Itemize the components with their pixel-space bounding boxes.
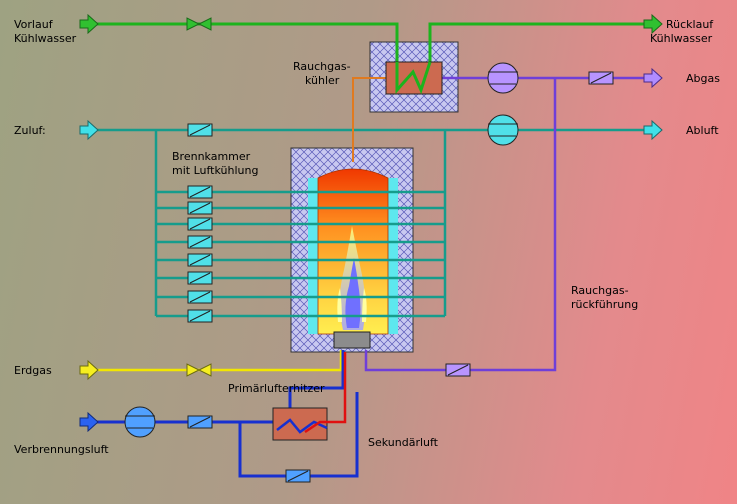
- cooling-air-channel: [156, 235, 445, 249]
- hot-air-line: [304, 352, 347, 434]
- label-kuehlwasser-in: Kühlwasser: [14, 32, 77, 45]
- cooling-air-channel: [156, 309, 445, 323]
- flue-gas-cooler-coil: [395, 61, 432, 95]
- label-kuehlwasser-out: Kühlwasser: [650, 32, 713, 45]
- natural-gas-line: [92, 350, 343, 372]
- label-primaerlufterhitzer: Primärlufterhitzer: [228, 382, 325, 395]
- label-vorlauf: Vorlauf: [14, 18, 53, 31]
- cooling-air-channel: [156, 253, 445, 267]
- cooling-air-channel: [156, 290, 445, 304]
- label-brennkammer-1: Brennkammer: [172, 150, 251, 163]
- flue-gas-cooler-exchanger: [385, 61, 443, 95]
- arrow-vorlauf: [79, 13, 99, 35]
- burner: [333, 331, 371, 349]
- cooling-air-channel: [156, 217, 445, 231]
- cooling-air-damper: [187, 290, 213, 304]
- cooling-air-channel: [156, 271, 445, 285]
- cooling-air-damper: [187, 271, 213, 285]
- cooling-jacket-left: [308, 178, 318, 334]
- cooling-water-valve: [186, 17, 212, 31]
- arrow-abgas: [643, 67, 663, 89]
- combustion-air-damper: [187, 415, 213, 429]
- arrow-erdgas: [79, 359, 99, 381]
- cooling-air-channel: [156, 185, 445, 199]
- label-abluft: Abluft: [686, 124, 719, 137]
- label-erdgas: Erdgas: [14, 364, 52, 377]
- label-rauchgasrueckfuehrung-2: rückführung: [571, 298, 639, 311]
- cooling-air-damper: [187, 235, 213, 249]
- cooling-water-line: [92, 22, 646, 72]
- label-ruecklauf: Rücklauf: [666, 18, 714, 31]
- label-verbrennungsluft: Verbrennungsluft: [14, 443, 109, 456]
- arrow-verbrennungsluft: [79, 411, 99, 433]
- cooling-air-damper: [187, 217, 213, 231]
- arrow-zuluft: [79, 119, 99, 141]
- cooling-air-channel: [156, 201, 445, 215]
- secondary-air-damper: [285, 469, 311, 483]
- cooling-jacket-right: [388, 178, 398, 334]
- exhaust-gas-fan: [487, 62, 519, 94]
- cooling-air-damper: [187, 309, 213, 323]
- exhaust-air-fan: [487, 114, 519, 146]
- natural-gas-valve: [186, 363, 212, 377]
- label-sekundaerluft: Sekundärluft: [368, 436, 438, 449]
- arrow-ruecklauf: [643, 13, 663, 35]
- arrow-abluft: [643, 119, 663, 141]
- supply-air-damper: [187, 123, 213, 137]
- label-brennkammer-2: mit Luftkühlung: [172, 164, 259, 177]
- label-abgas: Abgas: [686, 72, 720, 85]
- flue-gas-recirculation-damper: [445, 363, 471, 377]
- label-zuluft: Zuluf:: [14, 124, 46, 137]
- combustion-air-fan: [124, 406, 156, 438]
- label-rauchgaskuehler-1: Rauchgas-: [293, 60, 351, 73]
- cooling-air-damper: [187, 253, 213, 267]
- cooling-air-damper: [187, 201, 213, 215]
- primary-air-heater: [272, 407, 328, 441]
- cooling-air-channels: [156, 185, 445, 323]
- flue-gas-outlet: [352, 77, 397, 162]
- label-rauchgaskuehler-2: kühler: [305, 74, 340, 87]
- exhaust-gas-damper: [588, 71, 614, 85]
- label-rauchgasrueckfuehrung-1: Rauchgas-: [571, 284, 629, 297]
- cooling-air-damper: [187, 185, 213, 199]
